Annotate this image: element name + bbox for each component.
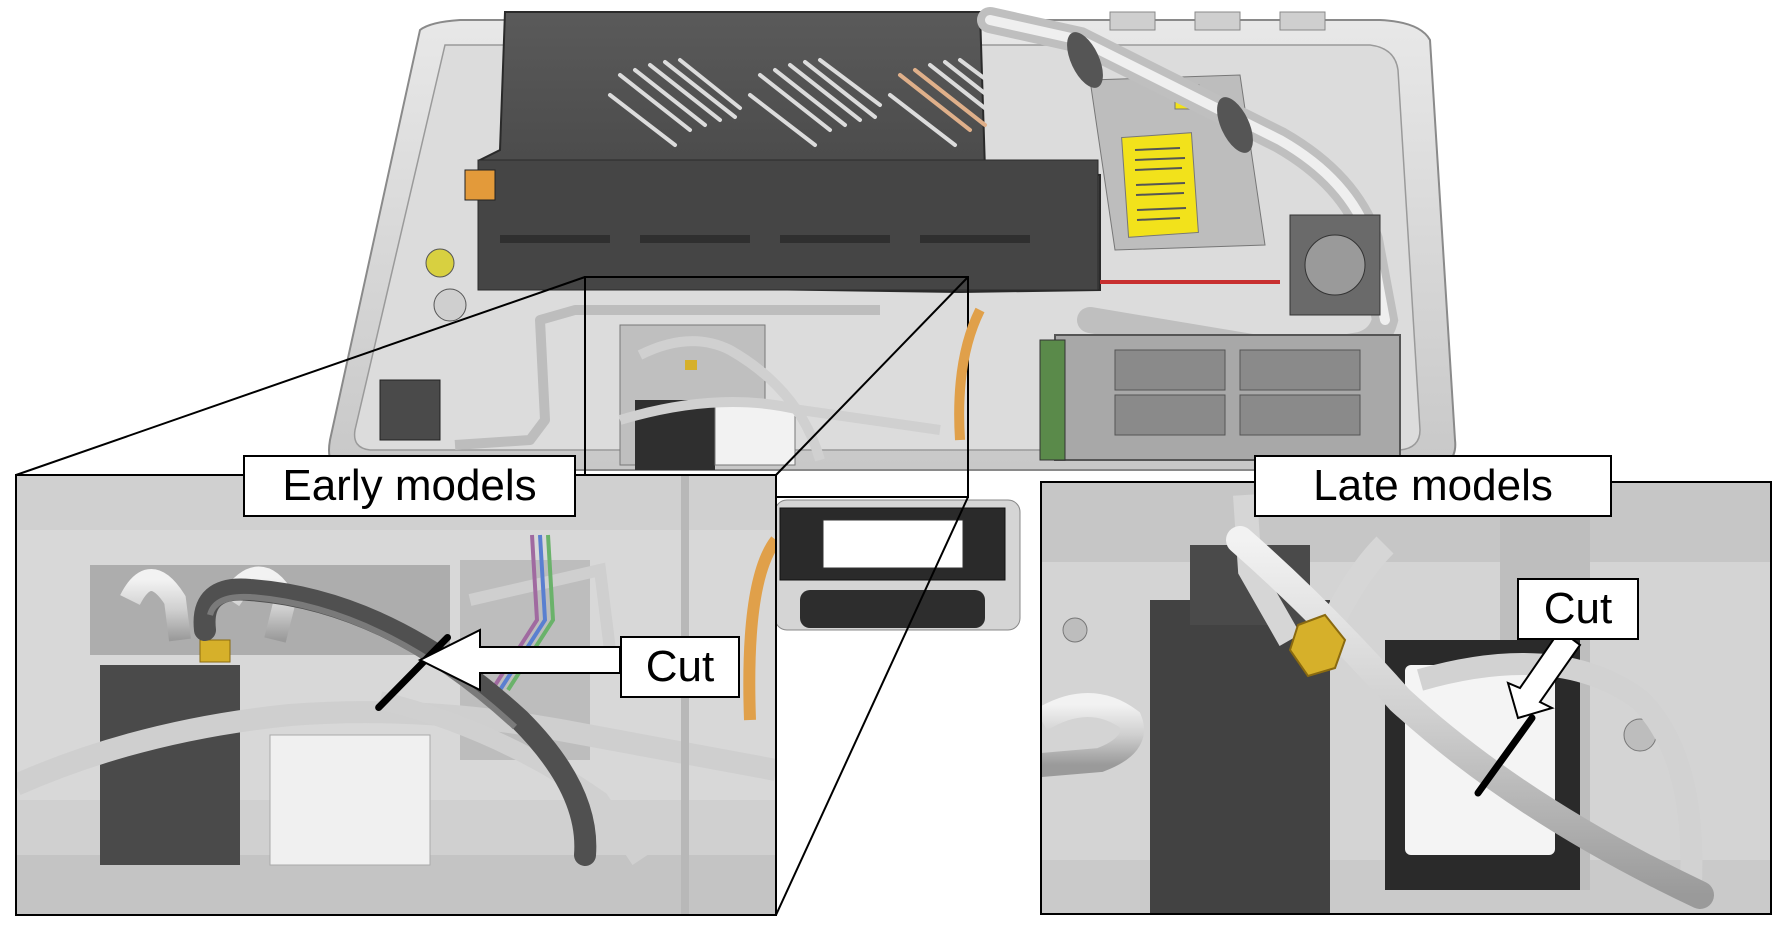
- hinge: [1279, 11, 1326, 31]
- late-models-label: Late models: [1254, 455, 1612, 517]
- dark-tube-cut: [193, 578, 597, 866]
- grey-tube: [16, 701, 776, 796]
- valve-block: [100, 665, 240, 865]
- early-models-label: Early models: [243, 455, 576, 517]
- left-pipe: [454, 305, 880, 450]
- cut-marker-late: [1474, 714, 1536, 797]
- display-window: [822, 519, 964, 569]
- orange-wires: [743, 536, 776, 721]
- hinge: [1194, 11, 1241, 31]
- side-bracket: [379, 379, 441, 441]
- grey-tube: [1233, 494, 1301, 646]
- battery-cells: [1114, 349, 1361, 436]
- grey-tube: [377, 691, 648, 865]
- warning-label-text: [1134, 147, 1187, 221]
- zoom-connectors: [15, 276, 969, 916]
- connector-port: [433, 288, 467, 322]
- zoom-source-detail: [618, 324, 941, 470]
- grey-tube: [1416, 653, 1703, 901]
- ribbon-wires: [464, 169, 496, 201]
- brass-fitting: [1288, 613, 1347, 678]
- pump-body: [269, 734, 431, 866]
- orange-wires: [954, 307, 985, 441]
- grey-tube: [120, 569, 191, 642]
- hinge: [1109, 11, 1156, 31]
- cut-marker-early: [375, 633, 452, 712]
- brass-fitting: [199, 639, 231, 663]
- main-assembly: [328, 7, 1457, 631]
- connector-port: [425, 248, 455, 278]
- tube-grommet: [1067, 32, 1103, 88]
- cover-front-face: [477, 159, 1099, 291]
- tube-grommet: [1217, 97, 1253, 153]
- late-models-panel: [1040, 481, 1772, 915]
- display-knobs: [800, 590, 985, 628]
- screw: [1062, 617, 1088, 643]
- cut-label-late: Cut: [1517, 578, 1639, 640]
- pcb-strip: [1039, 339, 1066, 461]
- fan-hub: [1304, 234, 1366, 296]
- cover-slots: [500, 235, 1030, 243]
- grey-tube-cut: [1226, 526, 1714, 909]
- grey-tube: [1041, 693, 1144, 777]
- cover-vents: [608, 58, 1022, 147]
- cut-label-early: Cut: [620, 636, 740, 698]
- grey-tube: [468, 562, 616, 651]
- red-wire: [1100, 280, 1280, 284]
